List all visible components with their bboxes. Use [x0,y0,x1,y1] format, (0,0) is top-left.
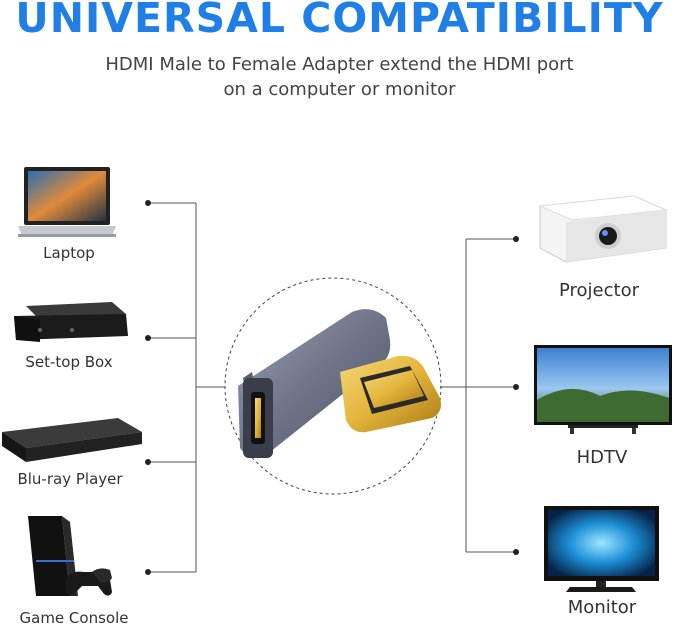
display-label-monitor: Monitor [567,597,637,618]
monitor-image [544,506,659,592]
subtitle-line-2: on a computer or monitor [223,79,456,100]
source-label-set-top-box: Set-top Box [25,353,113,371]
laptop-image [18,167,116,237]
adapter-highlight-circle [224,277,442,495]
blu-ray-player-image [2,418,142,462]
set-top-box-image [14,302,128,342]
display-label-projector: Projector [559,280,639,301]
source-label-laptop: Laptop [43,244,95,262]
source-label-game-console: Game Console [19,609,129,627]
connector-dots [145,200,519,575]
projector-image [538,195,668,263]
display-label-hdtv: HDTV [576,447,628,468]
source-label-blu-ray-player: Blu-ray Player [17,470,123,488]
connector-lines [148,202,516,573]
hdtv-image [534,345,672,434]
subtitle-line-1: HDMI Male to Female Adapter extend the H… [105,54,574,75]
game-console-image [28,516,112,596]
page-title: UNIVERSAL COMPATIBILITY [15,0,664,42]
hdmi-adapter-image [238,309,441,458]
